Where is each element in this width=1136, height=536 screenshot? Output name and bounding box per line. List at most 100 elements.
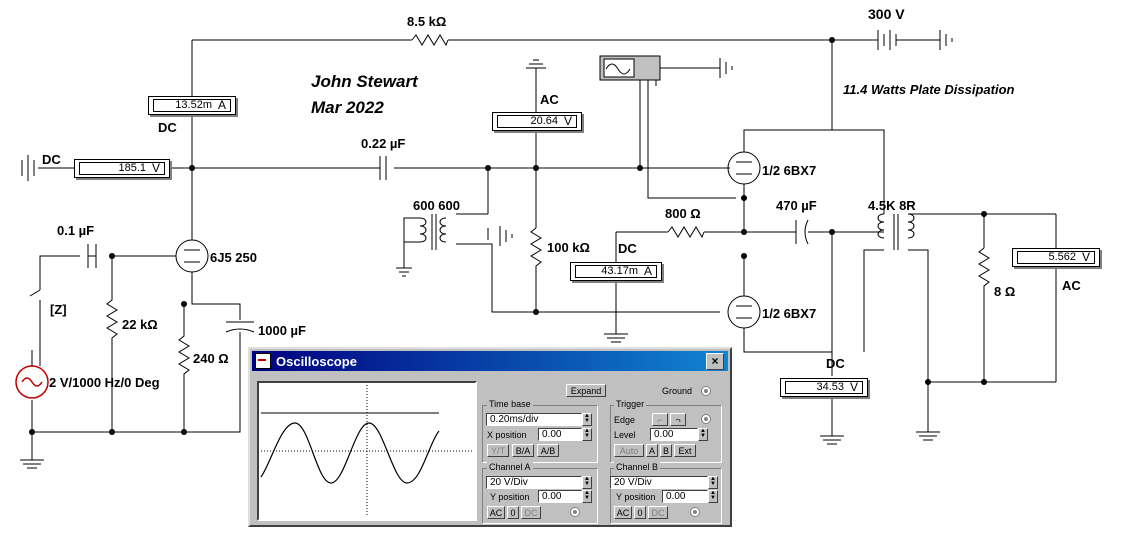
c-coupling-label: 0.22 µF — [361, 136, 406, 151]
channel-a-ypos-spinner[interactable]: ▲▼ — [582, 490, 592, 503]
channel-a-ypos-field[interactable]: 0.00 — [538, 490, 582, 503]
source-label: 2 V/1000 Hz/0 Deg — [49, 375, 160, 390]
c-cathode-label: 1000 µF — [258, 323, 306, 338]
meter-unit: V — [151, 161, 160, 175]
meter-unit: V — [1081, 250, 1090, 264]
dissipation-note: 11.4 Watts Plate Dissipation — [843, 82, 1015, 97]
expand-button[interactable]: Expand — [566, 384, 606, 397]
timebase-label: Time base — [487, 399, 533, 409]
channel-b-dc-button[interactable]: DC — [648, 506, 668, 519]
channel-b-zero-button[interactable]: 0 — [634, 506, 646, 519]
meter-mode-label: AC — [1062, 278, 1081, 293]
supply-label: 300 V — [868, 6, 905, 22]
r-800-label: 800 Ω — [665, 206, 701, 221]
oscilloscope-titlebar[interactable]: Oscilloscope × — [252, 351, 728, 371]
close-button[interactable]: × — [706, 353, 724, 370]
channel-a-terminal[interactable] — [570, 507, 580, 517]
c-470-label: 470 µF — [776, 198, 817, 213]
trigger-terminal[interactable] — [701, 414, 711, 424]
meter-output-voltage[interactable]: 5.562 V — [1012, 248, 1100, 267]
trigger-b-button[interactable]: B — [660, 444, 672, 457]
level-field[interactable]: 0.00 — [650, 428, 698, 441]
author-name: John Stewart — [311, 72, 418, 91]
meter-mode-label: DC — [826, 356, 845, 371]
level-label: Level — [614, 430, 636, 440]
r-grid-label: 22 kΩ — [122, 317, 158, 332]
channel-b-group — [610, 468, 722, 524]
ab-button[interactable]: A/B — [537, 444, 559, 457]
meter-mode-label: DC — [618, 241, 637, 256]
channel-b-scale-spinner[interactable]: ▲▼ — [708, 476, 718, 489]
oscilloscope-window[interactable]: Oscilloscope × Expand Ground Time base 0… — [248, 347, 732, 527]
channel-a-dc-button[interactable]: DC — [521, 506, 541, 519]
timebase-group — [482, 405, 598, 463]
triode3-label: 1/2 6BX7 — [762, 306, 817, 321]
channel-b-ypos-label: Y position — [616, 492, 656, 502]
r-load-label: 8 Ω — [994, 284, 1016, 299]
meter-value: 43.17m — [601, 265, 638, 277]
author-date: Mar 2022 — [311, 98, 384, 117]
transformer-out-label: 4.5K 8R — [868, 198, 916, 213]
trigger-a-button[interactable]: A — [646, 444, 658, 457]
meter-value: 34.53 — [816, 381, 844, 393]
meter-value: 185.1 — [118, 162, 146, 174]
channel-b-label: Channel B — [614, 462, 661, 472]
channel-a-scale-field[interactable]: 20 V/Div — [486, 476, 582, 489]
channel-a-trace — [260, 422, 440, 484]
scope-display — [257, 381, 477, 521]
triode1-label: 6J5 250 — [210, 250, 257, 265]
r-plate-label: 8.5 kΩ — [407, 14, 447, 29]
xpos-spinner[interactable]: ▲▼ — [582, 428, 592, 441]
ground-label: Ground — [662, 386, 693, 396]
oscilloscope-app-icon — [255, 353, 271, 369]
meter-value: 20.64 — [530, 115, 558, 127]
meter-value: 13.52m — [175, 99, 212, 111]
channel-a-label: Channel A — [487, 462, 533, 472]
meter-mode-label: DC — [42, 152, 61, 167]
meter-cathode-current[interactable]: 43.17m A — [570, 262, 662, 281]
channel-b-scale-field[interactable]: 20 V/Div — [610, 476, 708, 489]
triode2-label: 1/2 6BX7 — [762, 163, 817, 178]
trigger-label: Trigger — [614, 399, 647, 409]
meter-mode-label: AC — [540, 92, 559, 107]
r-cathode-label: 240 Ω — [193, 351, 229, 366]
ba-button[interactable]: B/A — [512, 444, 534, 457]
xpos-field[interactable]: 0.00 — [538, 428, 582, 441]
channel-b-ypos-spinner[interactable]: ▲▼ — [708, 490, 718, 503]
auto-button[interactable]: Auto — [614, 444, 644, 457]
channel-a-group — [482, 468, 598, 524]
channel-b-terminal[interactable] — [690, 507, 700, 517]
channel-a-scale-spinner[interactable]: ▲▼ — [582, 476, 592, 489]
channel-a-ac-button[interactable]: AC — [487, 506, 505, 519]
xpos-label: X position — [487, 430, 527, 440]
meter-plate-voltage[interactable]: 185.1 V — [74, 159, 170, 178]
meter-value: 5.562 — [1048, 251, 1076, 263]
r-100k-label: 100 kΩ — [547, 240, 590, 255]
c-input-label: 0.1 µF — [57, 223, 95, 238]
meter-unit: A — [643, 264, 652, 278]
channel-a-ypos-label: Y position — [490, 492, 530, 502]
meter-ac-voltage[interactable]: 20.64 V — [492, 112, 582, 131]
meter-unit: V — [563, 114, 572, 128]
level-spinner[interactable]: ▲▼ — [698, 428, 708, 441]
channel-b-ypos-field[interactable]: 0.00 — [662, 490, 708, 503]
channel-a-zero-button[interactable]: 0 — [507, 506, 519, 519]
timebase-spinner[interactable]: ▲▼ — [582, 413, 592, 426]
falling-edge-icon[interactable]: ¬ — [670, 413, 686, 426]
meter-mode-label: DC — [158, 120, 177, 135]
rising-edge-icon[interactable]: ⌐ — [652, 413, 668, 426]
trigger-ext-button[interactable]: Ext — [674, 444, 696, 457]
edge-label: Edge — [614, 415, 636, 425]
yt-button[interactable]: Y/T — [487, 444, 509, 457]
timebase-field[interactable]: 0.20ms/div — [486, 413, 582, 426]
trigger-group — [610, 405, 722, 463]
ground-terminal[interactable] — [701, 386, 711, 396]
transformer-in-label: 600 600 — [413, 198, 460, 213]
switch-key-label: [Z] — [50, 302, 67, 317]
channel-b-ac-button[interactable]: AC — [614, 506, 632, 519]
resistor-8k5-symbol — [411, 34, 449, 47]
oscilloscope-title: Oscilloscope — [276, 354, 357, 369]
